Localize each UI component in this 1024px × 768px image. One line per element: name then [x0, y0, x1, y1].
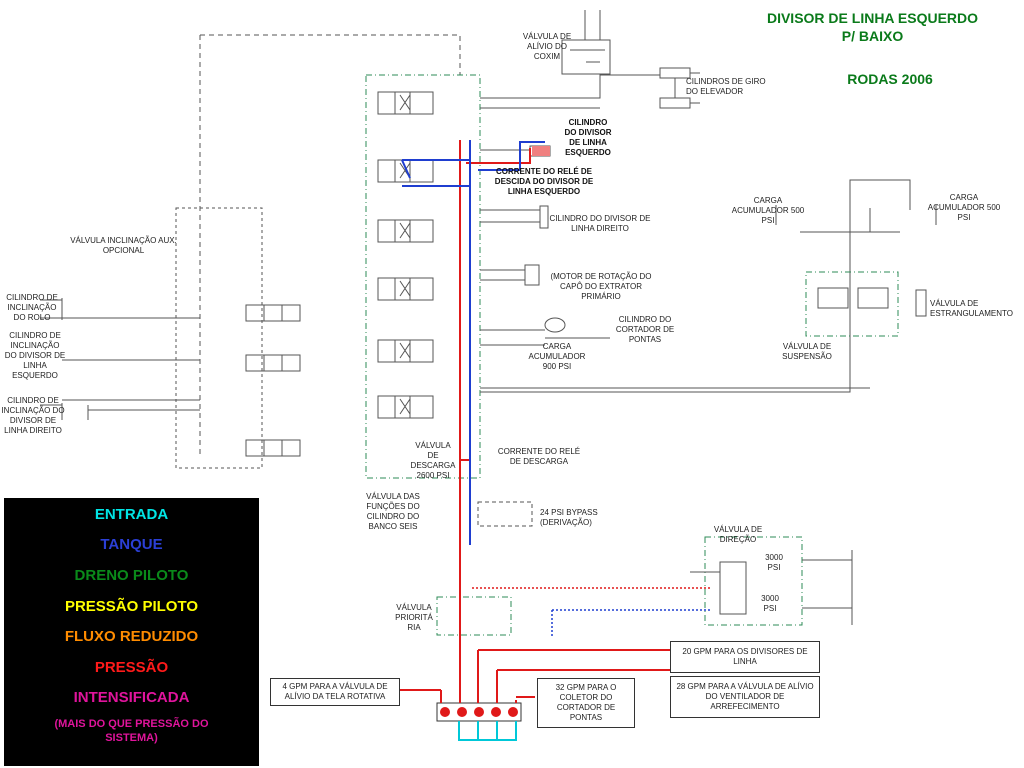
label-valvula-estrangulamento: VÁLVULA DE ESTRANGULAMENTO	[930, 299, 1013, 318]
label-valvula-funcoes: VÁLVULA DAS FUNÇÕES DO CILINDRO DO BANCO…	[366, 492, 420, 531]
label-psi-3000-b: 3000 PSI	[761, 594, 779, 613]
label-cilindro-inclinacao-esquerdo: CILINDRO DE INCLINAÇÃO DO DIVISOR DE LIN…	[4, 331, 66, 380]
legend-tanque: TANQUE	[100, 536, 163, 553]
diagram-title-line3: RODAS 2006	[847, 71, 933, 87]
box-32-gpm: 32 GPM PARA O COLETOR DO CORTADOR DE PON…	[537, 678, 635, 728]
legend-note: (MAIS DO QUE PRESSÃO DO SISTEMA)	[54, 718, 209, 744]
diagram-title-line2: P/ BAIXO	[841, 28, 904, 44]
label-valvula-direcao: VÁLVULA DE DIREÇÃO	[713, 525, 763, 544]
label-bypass: 24 PSI BYPASS (DERIVAÇÃO)	[540, 508, 598, 527]
label-carga-acumulador-900: CARGA ACUMULADOR 900 PSI	[528, 342, 586, 371]
legend-dreno-piloto: DRENO PILOTO	[74, 567, 189, 584]
legend-fluxo-reduzido: FLUXO REDUZIDO	[64, 628, 199, 645]
label-cilindros-giro: CILINDROS DE GIRO DO ELEVADOR	[686, 77, 766, 96]
legend-entrada: ENTRADA	[94, 506, 169, 523]
label-valvula-prioritaria: VÁLVULA PRIORITÁ RIA	[395, 603, 433, 632]
label-cilindro-divisor-esquerdo: CILINDRO DO DIVISOR DE LINHA ESQUERDO	[564, 118, 612, 157]
label-valvula-inclinacao-aux: VÁLVULA INCLINAÇÃO AUX. OPCIONAL	[70, 236, 177, 255]
box-20-gpm: 20 GPM PARA OS DIVISORES DE LINHA	[670, 641, 820, 673]
label-corrente-rele-descarga: CORRENTE DO RELÉ DE DESCARGA	[497, 447, 581, 466]
legend-intensificada: INTENSIFICADA	[73, 689, 190, 706]
label-cilindro-inclinacao-direito: CILINDRO DE INCLINAÇÃO DO DIVISOR DE LIN…	[1, 396, 65, 435]
label-cilindro-cortador-pontas: CILINDRO DO CORTADOR DE PONTAS	[615, 315, 675, 344]
diagram-title-line1: DIVISOR DE LINHA ESQUERDO	[766, 10, 979, 26]
label-valvula-descarga: VÁLVULA DE DESCARGA 2600 PSI	[410, 441, 456, 480]
label-psi-3000-a: 3000 PSI	[765, 553, 783, 572]
label-cilindro-inclinacao-rolo: CILINDRO DE INCLINAÇÃO DO ROLO	[6, 293, 58, 322]
legend-pressao-piloto: PRESSÃO PILOTO	[64, 598, 199, 615]
label-carga-acumulador-500-a: CARGA ACUMULADOR 500 PSI	[731, 196, 805, 225]
label-motor-rotacao: (MOTOR DE ROTAÇÃO DO CAPÔ DO EXTRATOR PR…	[550, 272, 652, 301]
color-legend: ENTRADA TANQUE DRENO PILOTO PRESSÃO PILO…	[4, 498, 259, 766]
legend-pressao: PRESSÃO	[94, 659, 169, 676]
label-valvula-alivio-coxim: VÁLVULA DE ALÍVIO DO COXIM	[522, 32, 572, 61]
label-carga-acumulador-500-b: CARGA ACUMULADOR 500 PSI	[927, 193, 1001, 222]
label-valvula-suspensao: VÁLVULA DE SUSPENSÃO	[782, 342, 832, 361]
box-4-gpm: 4 GPM PARA A VÁLVULA DE ALÍVIO DA TELA R…	[270, 678, 400, 706]
box-28-gpm: 28 GPM PARA A VÁLVULA DE ALÍVIO DO VENTI…	[670, 676, 820, 718]
label-cilindro-divisor-direito: CILINDRO DO DIVISOR DE LINHA DIREITO	[549, 214, 651, 233]
label-corrente-rele-descida: CORRENTE DO RELÉ DE DESCIDA DO DIVISOR D…	[494, 167, 594, 196]
